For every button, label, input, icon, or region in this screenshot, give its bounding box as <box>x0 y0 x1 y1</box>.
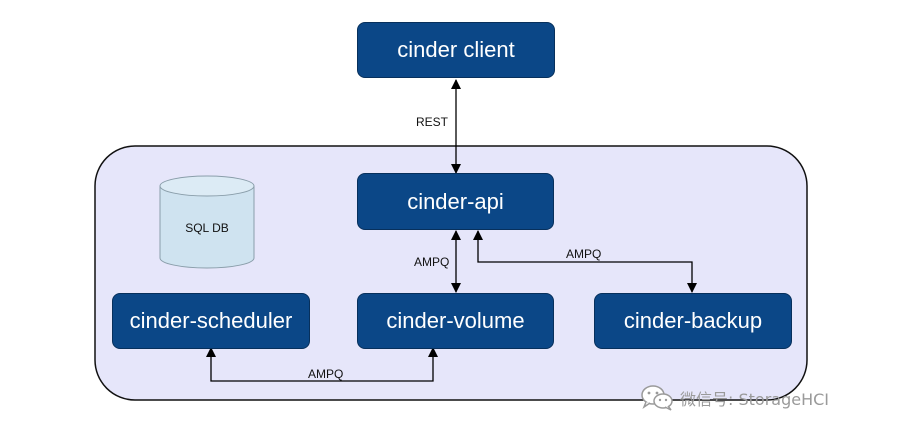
edge-scheduler-volume <box>206 347 438 382</box>
cinder-client-label: cinder client <box>397 37 515 62</box>
watermark-text: 微信号: StorageHCI <box>680 390 830 409</box>
cinder-api-node: cinder-api <box>357 173 554 230</box>
edge-label-rest: REST <box>416 115 449 129</box>
cinder-api-label: cinder-api <box>407 188 504 214</box>
cinder-backup-node: cinder-backup <box>594 293 792 349</box>
sql-db-label: SQL DB <box>185 221 229 235</box>
cinder-scheduler-label: cinder-scheduler <box>129 308 293 333</box>
watermark: 微信号: StorageHCI <box>640 384 829 412</box>
edge-label-api-backup: AMPQ <box>566 247 602 261</box>
edge-api-backup <box>473 230 697 293</box>
cinder-client-node: cinder client <box>357 22 555 78</box>
edge-label-api-volume: AMPQ <box>414 255 450 269</box>
sql-db-cylinder <box>159 175 255 269</box>
cinder-scheduler-node: cinder-scheduler <box>112 293 310 349</box>
cinder-volume-label: cinder-volume <box>386 308 525 333</box>
cinder-backup-label: cinder-backup <box>623 308 763 333</box>
cinder-volume-node: cinder-volume <box>357 293 554 349</box>
edge-label-scheduler-volume: AMPQ <box>308 367 344 381</box>
wechat-icon <box>641 385 673 411</box>
